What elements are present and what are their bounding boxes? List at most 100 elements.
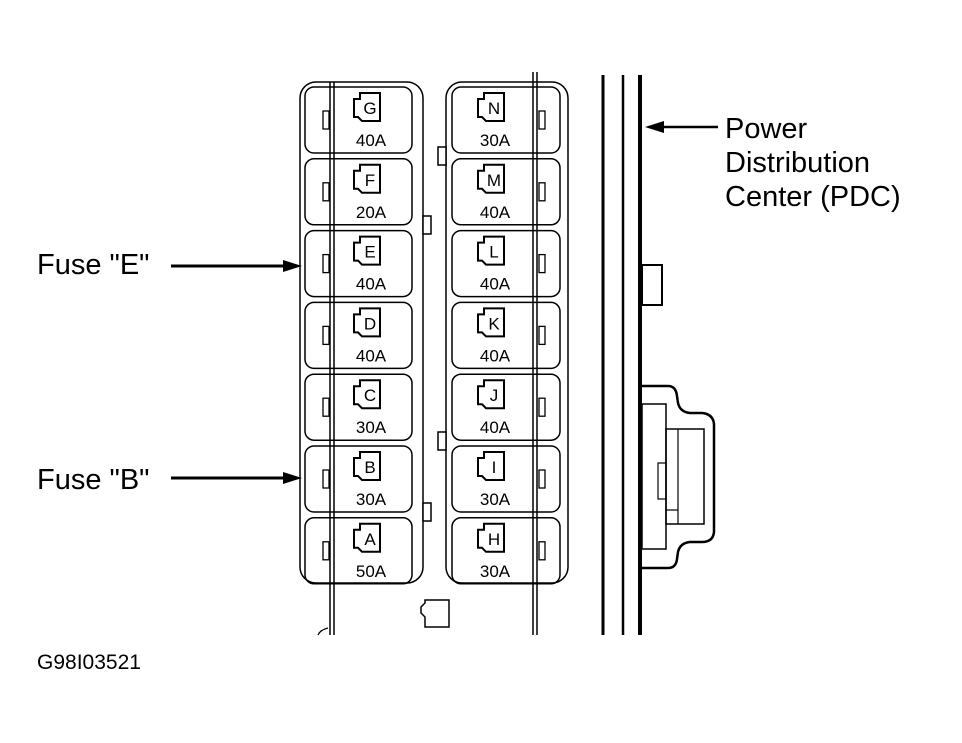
fuse-id-label: K (488, 314, 500, 333)
fuse-e-callout-arrowhead (283, 260, 302, 272)
fuse-rating-label: 40A (480, 203, 511, 222)
fuse-body-icon (353, 379, 381, 410)
fuse-rating-label: 50A (356, 562, 387, 581)
fuse-cell-outline (451, 158, 561, 226)
fuse-rating-label: 20A (356, 203, 387, 222)
fuse-body-icon (477, 307, 505, 338)
pdc-connector-housing (641, 384, 716, 570)
fuse-id-label: J (490, 386, 499, 405)
fuse-id-label: F (365, 171, 375, 190)
fuse-clip (322, 110, 330, 130)
pdc-connector-body (641, 403, 667, 550)
fuse-body-icon (353, 235, 381, 266)
fuse-cell-outline (304, 229, 413, 298)
fuse-rating-label: 30A (480, 490, 511, 509)
fuse-clip (322, 182, 330, 202)
fuse-rating-label: 40A (480, 275, 511, 294)
fuse-body-icon (353, 451, 381, 481)
fuse-id-label: I (492, 458, 497, 477)
fuse-id-label: N (488, 99, 500, 118)
fuse-cell-outline (304, 86, 413, 154)
fuse-cell-outline (451, 229, 561, 298)
fuse-l: L 40A (451, 229, 561, 298)
fuse-id-label: C (364, 386, 376, 405)
fuse-clip (538, 325, 546, 346)
fuse-cell-outline (451, 517, 561, 585)
fuse-rating-label: 40A (480, 418, 511, 437)
latch-tab (437, 431, 447, 451)
left-fuse-block-housing (299, 81, 424, 584)
fuse-id-label: L (489, 243, 498, 262)
fuse-body-icon (353, 92, 381, 122)
latch-tab (422, 215, 432, 235)
fuse-clip (538, 253, 546, 274)
fuse-cell-outline (304, 445, 413, 513)
pdc-label-line-1: Power (725, 113, 808, 145)
fuse-id-label: B (364, 458, 375, 477)
fuse-n: N 30A (451, 86, 561, 154)
fuse-id-label: D (364, 314, 376, 333)
fuse-rating-label: 40A (356, 346, 387, 365)
latch-tab (422, 502, 432, 522)
fuse-body-icon (353, 163, 381, 194)
fuse-f: F 20A (304, 158, 413, 226)
fuse-cell-outline (451, 445, 561, 513)
fuse-cell-outline (451, 373, 561, 441)
fuse-body-icon (477, 163, 505, 194)
fuse-b-callout-label: Fuse "B" (37, 464, 149, 496)
fuse-cell-outline (451, 301, 561, 370)
fuse-cell-outline (304, 517, 413, 585)
right-fuse-block-housing (445, 81, 569, 584)
pdc-label-line-2: Distribution (725, 147, 870, 179)
fuse-rating-label: 30A (480, 131, 511, 150)
fuse-m: M 40A (451, 158, 561, 226)
fuse-clip (538, 110, 546, 130)
fuse-id-label: G (363, 99, 376, 118)
fuse-clip (322, 253, 330, 274)
fuse-clip (538, 469, 546, 489)
fuse-body-icon (477, 92, 505, 122)
fuse-id-label: E (364, 243, 375, 262)
fuse-clip (322, 325, 330, 346)
fuse-cell-outline (304, 373, 413, 441)
fuse-clip (538, 397, 546, 417)
fuse-id-label: M (487, 171, 501, 190)
pdc-callout-arrowhead (645, 121, 664, 133)
latch-tab (437, 146, 447, 166)
fuse-b: B 30A (304, 445, 413, 513)
fuse-cell-outline (451, 86, 561, 154)
fuse-rating-label: 30A (356, 490, 387, 509)
fuse-clip (322, 469, 330, 489)
fuse-id-label: A (364, 530, 376, 549)
small-connector (420, 599, 450, 628)
fuse-clip (322, 541, 330, 561)
fuse-clip (538, 541, 546, 561)
fuse-body-icon (353, 522, 381, 553)
housing-edge (317, 627, 329, 636)
fuse-clip (538, 182, 546, 202)
fuse-d: D 40A (304, 301, 413, 370)
fuse-id-label: H (488, 530, 500, 549)
fuse-i: I 30A (451, 445, 561, 513)
fuse-cell-outline (304, 301, 413, 370)
fuse-e-callout-label: Fuse "E" (37, 249, 149, 281)
fuse-e: E 40A (304, 229, 413, 298)
pdc-tab (641, 264, 663, 306)
fuse-b-callout-arrowhead (283, 472, 302, 484)
figure-code: G98I03521 (37, 651, 141, 674)
fuse-cell-outline (304, 158, 413, 226)
fuse-body-icon (353, 307, 381, 338)
fuse-rating-label: 40A (356, 275, 387, 294)
fuse-body-icon (477, 451, 505, 481)
fuse-body-icon (477, 379, 505, 410)
fuse-j: J 40A (451, 373, 561, 441)
pdc-label-line-3: Center (PDC) (725, 181, 901, 213)
pdc-connector-latch (657, 462, 667, 500)
